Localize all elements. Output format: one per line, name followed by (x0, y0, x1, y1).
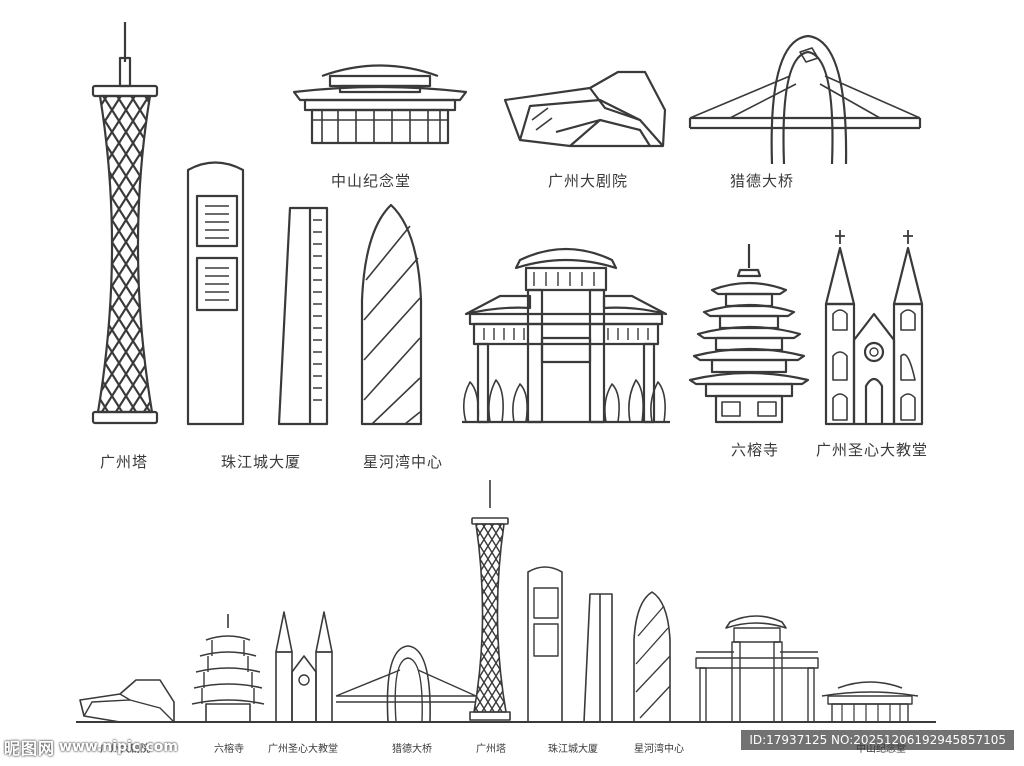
label-zhongshan-hall: 中山纪念堂 (331, 172, 412, 190)
zhujiang-tower-drawing (186, 161, 245, 426)
watermark-logo: 昵图网 (4, 739, 56, 758)
label-liurong-temple: 六榕寺 (731, 441, 780, 459)
skyline-label-liurong-temple: 六榕寺 (214, 744, 244, 755)
watermark-url: www.nipic.com (59, 739, 178, 755)
label-grand-theatre: 广州大剧院 (548, 172, 629, 190)
label-liede-bridge: 猎德大桥 (730, 172, 795, 190)
skyline-label-liede-bridge: 猎德大桥 (392, 744, 432, 755)
watermark-left: 昵图网 www.nipic.com (4, 736, 178, 758)
label-sacred-heart: 广州圣心大教堂 (816, 441, 929, 459)
label-xinghe-center: 星河湾中心 (363, 453, 444, 471)
skyline-label-canton-tower: 广州塔 (476, 744, 506, 755)
liurong-pagoda-drawing (688, 244, 810, 424)
label-zhujiang-tower: 珠江城大厦 (221, 453, 302, 471)
skyline-label-xinghe-center: 星河湾中心 (634, 744, 684, 755)
grand-theatre-drawing (503, 70, 667, 148)
xinghe-center-drawing (360, 203, 423, 426)
skyline-label-grand-theatre: 广州大剧院 (100, 744, 150, 755)
zhongshan-hall-drawing (292, 64, 468, 145)
watermark-id: ID:17937125 NO:20251206192945857105 (741, 730, 1014, 750)
skyline-drawing (76, 480, 936, 723)
skyline-label-zhujiang-tower: 珠江城大厦 (548, 744, 598, 755)
label-canton-tower: 广州塔 (100, 453, 149, 471)
canton-tower-drawing (91, 22, 159, 425)
liede-bridge-drawing (688, 34, 922, 165)
paifang-gate-drawing (462, 247, 670, 424)
skyline-label-sacred-heart: 广州圣心大教堂 (268, 744, 338, 755)
slim-tower-drawing (277, 206, 329, 426)
cathedral-drawing (824, 230, 924, 426)
